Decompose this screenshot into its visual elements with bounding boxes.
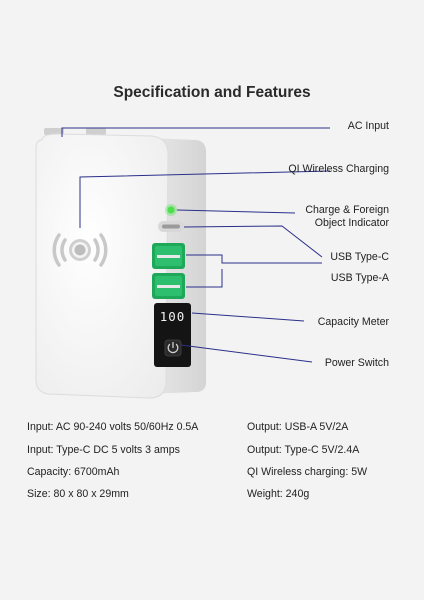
charge-indicator-led bbox=[165, 204, 177, 216]
callout-power-switch: Power Switch bbox=[324, 357, 389, 369]
callout-indicator-line2: Object Indicator bbox=[314, 217, 389, 229]
spec-left-0: Input: AC 90-240 volts 50/60Hz 0.5A bbox=[27, 421, 199, 433]
leader-lines bbox=[61, 127, 331, 363]
callout-usb-a: USB Type-A bbox=[330, 272, 389, 284]
callout-ac-input: AC Input bbox=[347, 120, 389, 132]
display-panel bbox=[154, 303, 191, 367]
capacity-readout: 100 bbox=[160, 309, 186, 324]
callout-indicator-line1: Charge & Foreign bbox=[305, 204, 389, 216]
page-title: Specification and Features bbox=[113, 84, 311, 101]
spec-right-0: Output: USB-A 5V/2A bbox=[247, 421, 349, 433]
callout-usb-c: USB Type-C bbox=[330, 251, 389, 263]
spec-left-1: Input: Type-C DC 5 volts 3 amps bbox=[27, 444, 180, 456]
spec-left-3: Size: 80 x 80 x 29mm bbox=[27, 488, 129, 500]
spec-left-2: Capacity: 6700mAh bbox=[27, 466, 120, 478]
callout-qi-wireless: QI Wireless Charging bbox=[288, 163, 389, 175]
usb-type-a-ports bbox=[152, 243, 185, 299]
spec-right-1: Output: Type-C 5V/2.4A bbox=[247, 444, 360, 456]
ac-plug-prongs bbox=[44, 128, 106, 135]
qi-wireless-icon bbox=[52, 233, 108, 267]
spec-right-2: QI Wireless charging: 5W bbox=[247, 466, 368, 478]
callout-capacity-meter: Capacity Meter bbox=[317, 316, 389, 328]
usb-type-c-port bbox=[158, 221, 184, 232]
spec-right-3: Weight: 240g bbox=[247, 488, 310, 500]
